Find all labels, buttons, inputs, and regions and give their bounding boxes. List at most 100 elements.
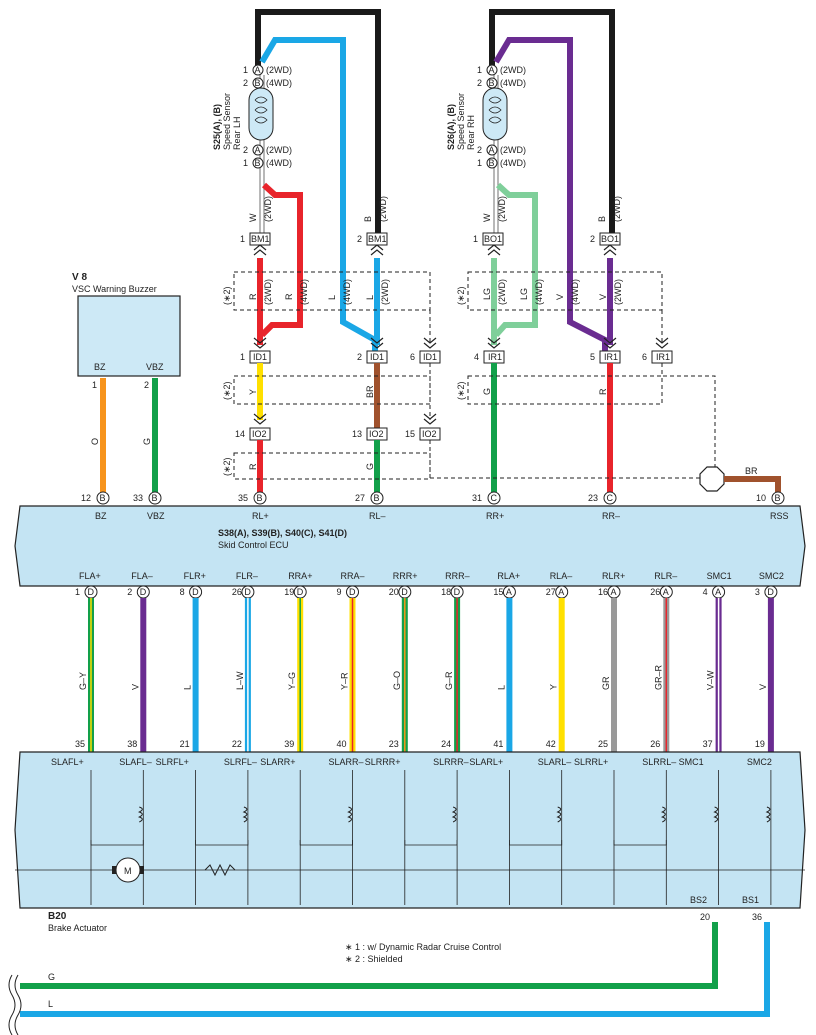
ecu-pin-num: 2 <box>127 587 132 597</box>
wire-code: V <box>598 294 608 300</box>
variant-label: (4WD) <box>266 78 292 88</box>
coil-icon <box>242 806 248 823</box>
wire-code: W <box>248 213 258 222</box>
act-pin-label: SLARR– <box>329 757 364 767</box>
ecu-pin-con: D <box>140 587 147 597</box>
wire-variant: (2WD) <box>263 279 273 305</box>
ecu-pin-label: RRR– <box>445 571 470 581</box>
act-pin-num: 41 <box>493 739 503 749</box>
wire-code: G–R <box>444 671 454 690</box>
pin-num: 2 <box>243 145 248 155</box>
shield-note: (∗2) <box>222 457 232 476</box>
pin-num: 2 <box>243 78 248 88</box>
act-pin-label: SMC2 <box>747 757 772 767</box>
ecu-pin-connector-icon <box>370 491 384 505</box>
pin-label: VBZ <box>146 362 164 372</box>
pin-num: 1 <box>477 158 482 168</box>
shield-note: (∗2) <box>456 381 466 400</box>
ecu-pin-label: RR+ <box>486 511 504 521</box>
coil-icon <box>347 806 352 823</box>
wire-variant: (2WD) <box>612 196 622 222</box>
connector-label: IO2 <box>252 429 267 439</box>
ecu-pin-label: RLA+ <box>497 571 520 581</box>
ecu-pin-connector-icon <box>96 491 110 505</box>
ecu-pin-label: RLR– <box>654 571 677 581</box>
ecu-pin-num: 8 <box>180 587 185 597</box>
solenoid-loop <box>90 840 144 846</box>
ecu-pin-label: RL+ <box>252 511 269 521</box>
ecu-pin-con: D <box>401 587 408 597</box>
wire-code: L <box>183 685 193 690</box>
ecu-pin-num: 1 <box>75 587 80 597</box>
ecu-pin-con: D <box>88 587 95 597</box>
ecu-pin-con: C <box>607 493 614 503</box>
pin-label: BS2 <box>690 895 707 905</box>
coil-icon <box>137 806 143 823</box>
ecu-pin-label: RLR+ <box>602 571 625 581</box>
ecu-pin-con: B <box>257 493 263 503</box>
wire-code: L <box>327 295 337 300</box>
ecu-pin-num: 16 <box>598 587 608 597</box>
wire-code: B <box>363 216 373 222</box>
shield-note: (∗2) <box>222 381 232 400</box>
speed-sensor-rh: A B 1 2 (2WD) (4WD) A B 2 1 (2WD) (4WD) … <box>446 9 622 352</box>
wire-code: V <box>130 684 140 690</box>
wire-code: LG <box>482 288 492 300</box>
act-pin-num: 24 <box>441 739 451 749</box>
ecu-pin-con: A <box>663 587 669 597</box>
shield-note: (∗2) <box>456 286 466 305</box>
wire-variant: (4WD) <box>342 279 352 305</box>
wire-code: GR <box>601 676 611 690</box>
wire-variant: (4WD) <box>534 279 544 305</box>
pin-b-icon: B <box>489 78 495 88</box>
act-pin-num: 25 <box>598 739 608 749</box>
ecu-pin-connector-icon <box>253 491 267 505</box>
connector-label: ID1 <box>423 352 437 362</box>
wire-variant: (4WD) <box>299 279 309 305</box>
ecu-pin-label: RSS <box>770 511 789 521</box>
act-pin-num: 19 <box>755 739 765 749</box>
ecu-pin-label: RRR+ <box>393 571 418 581</box>
pin-num: 6 <box>410 352 415 362</box>
ecu-pin-num: 18 <box>441 587 451 597</box>
ecu-pin-num: 19 <box>284 587 294 597</box>
coil-icon <box>451 806 457 823</box>
pin-num: 1 <box>473 234 478 244</box>
act-pin-num: 37 <box>703 739 713 749</box>
wire-variant: (2WD) <box>380 279 390 305</box>
ecu-pin-label: FLR+ <box>184 571 206 581</box>
pin-num: 2 <box>477 78 482 88</box>
act-pin-label: SLRRR+ <box>365 757 401 767</box>
sensor-lh-sub2: Rear LH <box>232 116 242 150</box>
ecu-pin-label: FLA+ <box>79 571 101 581</box>
act-pin-label: SLRFL+ <box>156 757 189 767</box>
ecu-pin-num: 20 <box>389 587 399 597</box>
shield-note: (∗2) <box>222 286 232 305</box>
ecu-name: Skid Control ECU <box>218 540 289 550</box>
act-pin-label: SMC1 <box>679 757 704 767</box>
solenoid-loop <box>299 840 353 846</box>
pin-a-icon: A <box>489 65 495 75</box>
wire-code: G–Y <box>78 672 88 690</box>
wire-code: Y <box>248 389 258 395</box>
ecu-pin-con: A <box>611 587 617 597</box>
act-pin-label: SLRRR– <box>433 757 469 767</box>
wire-code: BR <box>745 466 758 476</box>
wire-code: B <box>597 216 607 222</box>
act-pin-label: SLARL– <box>538 757 572 767</box>
pin-num: 1 <box>243 158 248 168</box>
ecu-pin-con: B <box>374 493 380 503</box>
pin-num: 36 <box>752 912 762 922</box>
pin-a-icon: A <box>255 65 261 75</box>
act-pin-num: 39 <box>284 739 294 749</box>
wire-code: G <box>142 438 152 445</box>
act-pin-label: SLRRL– <box>642 757 676 767</box>
ecu-pin-label: RRA– <box>341 571 365 581</box>
connector-label: ID1 <box>370 352 384 362</box>
ecu-pin-connector-icon <box>771 491 785 505</box>
pin-num: 1 <box>92 380 97 390</box>
pin-num: 2 <box>357 234 362 244</box>
coil-icon <box>713 806 719 823</box>
solenoid-loop <box>404 840 458 846</box>
